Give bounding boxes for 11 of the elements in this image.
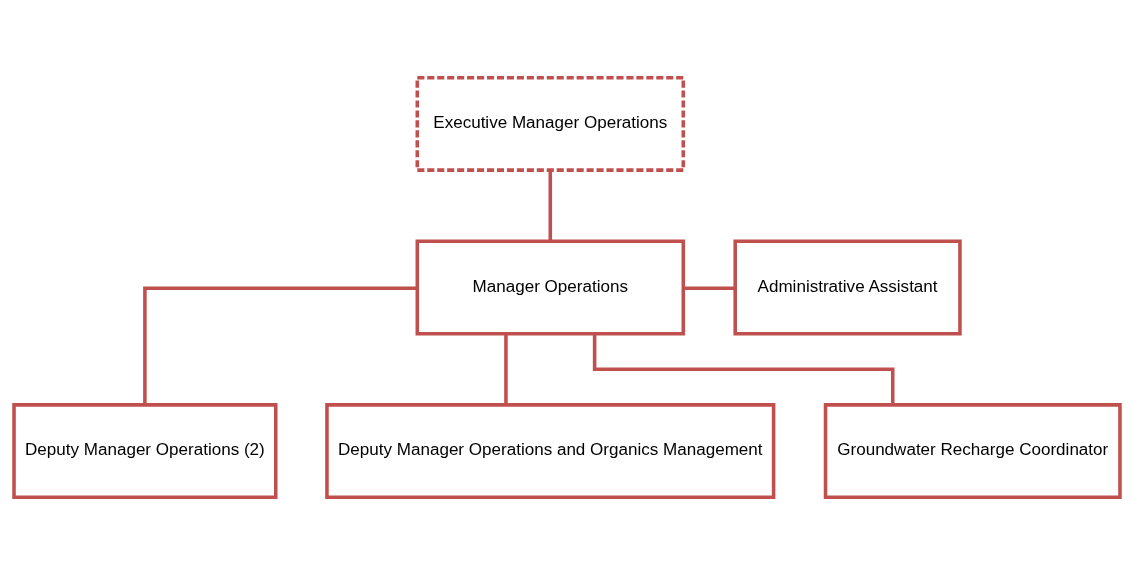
node-box: Deputy Manager Operations and Organics Management (325, 403, 776, 500)
node-box: Executive Manager Operations (415, 75, 686, 172)
connector (504, 333, 508, 405)
connector (143, 286, 417, 405)
node-box: Groundwater Recharge Coordinator (823, 403, 1122, 500)
connector (592, 334, 895, 405)
node-box: Administrative Assistant (733, 239, 962, 336)
node-box: Deputy Manager Operations (2) (12, 403, 278, 500)
connector (683, 286, 735, 290)
connector (548, 170, 553, 241)
node-box: Manager Operations (415, 239, 686, 336)
